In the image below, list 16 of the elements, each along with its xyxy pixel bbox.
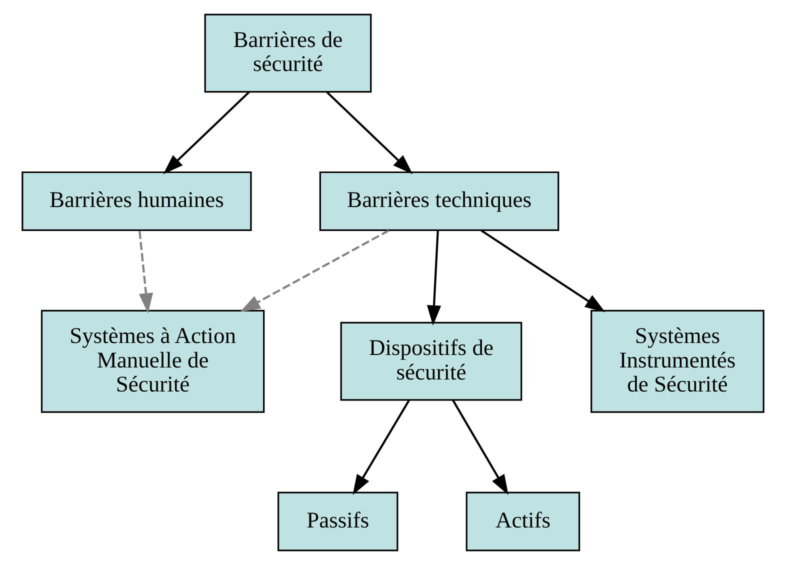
node-box: Dispositifs de sécurité — [340, 322, 522, 401]
arrow — [452, 400, 508, 496]
node-box: Systèmes Instrumentés de Sécurité — [590, 310, 764, 413]
arrow — [240, 230, 390, 312]
node-box: Systèmes à Action Manuelle de Sécurité — [40, 310, 265, 413]
arrow — [163, 91, 250, 174]
arrow — [326, 91, 413, 174]
node-box: Barrières techniques — [319, 171, 560, 231]
node-box: Actifs — [466, 492, 580, 552]
node-box: Passifs — [278, 492, 398, 552]
arrow — [480, 230, 606, 312]
arrow — [426, 230, 442, 326]
node-box: Barrières de sécurité — [204, 14, 372, 93]
arrow — [138, 230, 154, 314]
arrow — [352, 400, 410, 496]
node-box: Barrières humaines — [22, 171, 252, 231]
